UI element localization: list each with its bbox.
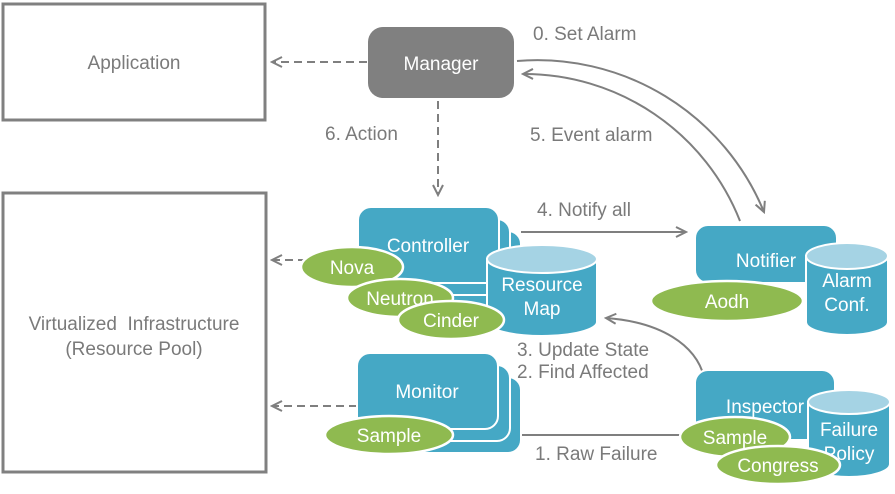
- notifier-label: Notifier: [736, 251, 797, 272]
- failure-policy-top: [807, 389, 891, 415]
- manager-box-shape: [368, 27, 514, 98]
- alarm-conf-label-line2: Conf.: [824, 295, 869, 316]
- step-label-notify-all: 4. Notify all: [537, 200, 631, 221]
- resource-map-label-line1: Resource: [501, 275, 582, 296]
- virtualized-infrastructure-box-shape: [1, 191, 268, 474]
- alarm-conf-label-line1: Alarm: [822, 271, 872, 292]
- monitor-sample-label: Sample: [357, 426, 421, 447]
- resource-map-top: [486, 244, 598, 274]
- find-affected-arrow: [606, 318, 705, 378]
- cinder-plugin: Cinder: [396, 299, 506, 341]
- step-label-find-affected: 2. Find Affected: [517, 362, 649, 383]
- manager-label: Manager: [404, 54, 480, 75]
- alarm-conf-body: [805, 255, 889, 336]
- nova-plugin: Nova: [299, 245, 405, 289]
- virtualized-infrastructure-label-line1: Virtualized Infrastructure: [29, 314, 240, 335]
- virtualized-infrastructure-label-line2: (Resource Pool): [65, 339, 202, 360]
- set-alarm-arrow: [516, 59, 764, 212]
- aodh-plugin: Aodh: [649, 279, 805, 323]
- application-box-shape: [1, 2, 267, 122]
- step-label-action: 6. Action: [325, 124, 398, 145]
- nova-ellipse: [299, 245, 405, 289]
- inspector-sample-label: Sample: [703, 428, 767, 449]
- application-label: Application: [88, 53, 181, 74]
- cinder-ellipse: [396, 299, 506, 341]
- monitor-sample-plugin: Sample: [323, 414, 455, 456]
- application-box: Application: [1, 2, 267, 122]
- inspector-label: Inspector: [726, 397, 805, 418]
- step-label-event-alarm: 5. Event alarm: [530, 125, 653, 146]
- failure-policy-label-line1: Failure: [820, 420, 878, 441]
- manager-box: Manager: [368, 27, 514, 98]
- controller-label: Controller: [387, 236, 470, 257]
- resource-map-label-line2: Map: [524, 299, 561, 320]
- step-label-update-state: 3. Update State: [517, 340, 649, 361]
- congress-plugin: Congress: [714, 444, 842, 486]
- nova-label: Nova: [330, 258, 375, 279]
- virtualized-infrastructure-box: Virtualized Infrastructure (Resource Poo…: [1, 191, 268, 474]
- step-label-raw-failure: 1. Raw Failure: [535, 444, 658, 465]
- cinder-label: Cinder: [423, 311, 480, 332]
- alarm-conf-cylinder: Alarm Conf.: [805, 242, 889, 336]
- congress-ellipse: [714, 444, 842, 486]
- step-label-set-alarm: 0. Set Alarm: [533, 24, 637, 45]
- aodh-ellipse: [649, 279, 805, 323]
- congress-label: Congress: [737, 456, 818, 477]
- monitor-label: Monitor: [395, 382, 459, 403]
- aodh-label: Aodh: [705, 292, 749, 313]
- resource-map-cylinder: Resource Map: [486, 244, 598, 337]
- monitor-sample-ellipse: [323, 414, 455, 456]
- alarm-conf-top: [805, 242, 889, 270]
- event-alarm-arrow: [523, 74, 741, 222]
